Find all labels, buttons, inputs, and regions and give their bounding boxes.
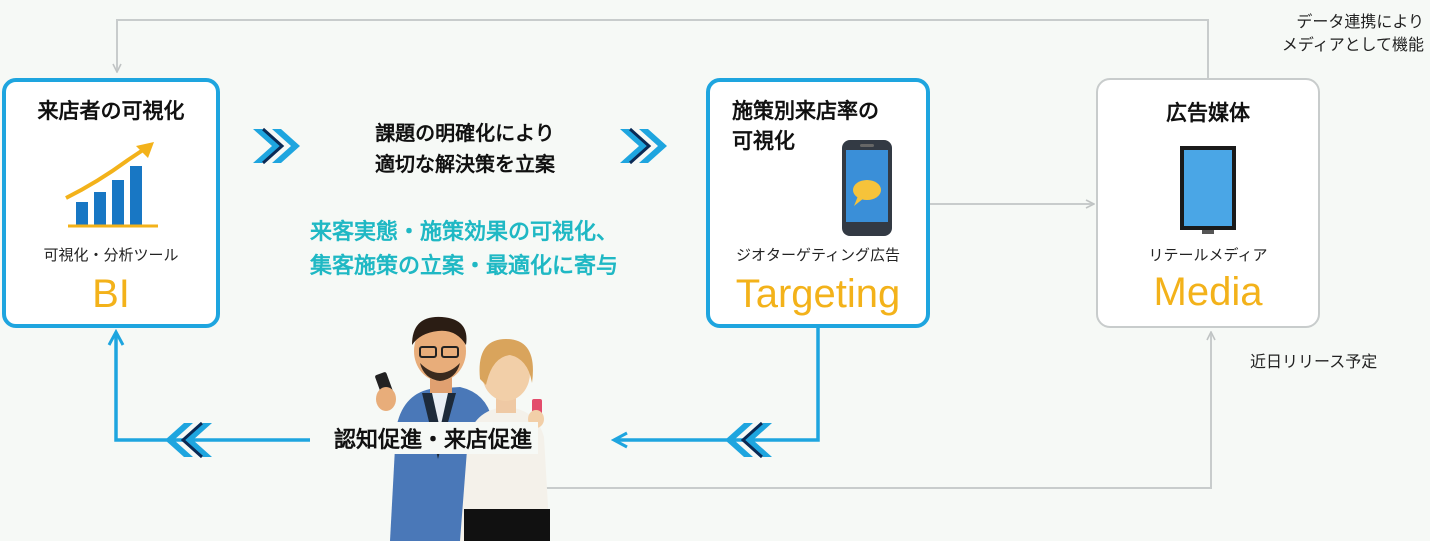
targeting-box-title: 施策別来店率の 可視化 [732,96,922,156]
coming-soon-note: 近日リリース予定 [1250,352,1378,371]
blue-loop-right [615,328,820,440]
blue-loop-left [116,333,310,442]
planning-line-2: 適切な解決策を立案 [375,152,555,176]
data-link-line-2: メディアとして機能 [1281,35,1424,54]
media-box-label: Media [1153,270,1263,314]
visitor-box-title: 来店者の可視化 [37,99,185,123]
media-box: 広告媒体 リテールメディア Media [1096,78,1320,328]
chevron-back-icon-2 [725,421,772,459]
visitor-box-label: BI [92,272,130,316]
targeting-title-line-1: 施策別来店率の [732,99,879,123]
awareness-visit-promotion-label: 認知促進・来店促進 [328,422,539,454]
coming-soon-line [520,332,1211,489]
visitor-box-subtitle: 可視化・分析ツール [43,246,179,264]
data-link-line-1: データ連携により [1296,12,1424,31]
smartphone-chat-icon [842,140,892,236]
highlight-line-2: 集客施策の立案・最適化に寄与 [309,254,618,279]
targeting-box-label: Targeting [735,272,901,316]
chevron-forward-icon-1 [253,127,300,165]
contribution-highlight: 来客実態・施策効果の可視化、 集客施策の立案・最適化に寄与 [258,216,670,284]
data-link-line [117,19,1209,78]
media-box-subtitle: リテールメディア [1148,246,1268,264]
chevron-back-icon-1 [165,421,212,459]
data-link-note: データ連携により メディアとして機能 [1228,10,1424,56]
visitor-bi-box: 来店者の可視化 可視化・分析ツール BI [2,78,220,328]
chevron-forward-icon-2 [620,127,667,165]
targeting-title-line-2: 可視化 [732,129,795,153]
planning-description: 課題の明確化により 適切な解決策を立案 [320,118,610,180]
planning-line-1: 課題の明確化により [375,121,555,145]
highlight-line-1: 来客実態・施策効果の可視化、 [309,220,618,245]
media-box-title: 広告媒体 [1166,101,1250,125]
targeting-box-subtitle: ジオターゲティング広告 [735,246,901,264]
targeting-box: 施策別来店率の 可視化 ジオターゲティング広告 Targeting [706,78,930,328]
digital-signage-icon [1180,146,1236,234]
bar-chart-growth-icon [65,142,158,228]
